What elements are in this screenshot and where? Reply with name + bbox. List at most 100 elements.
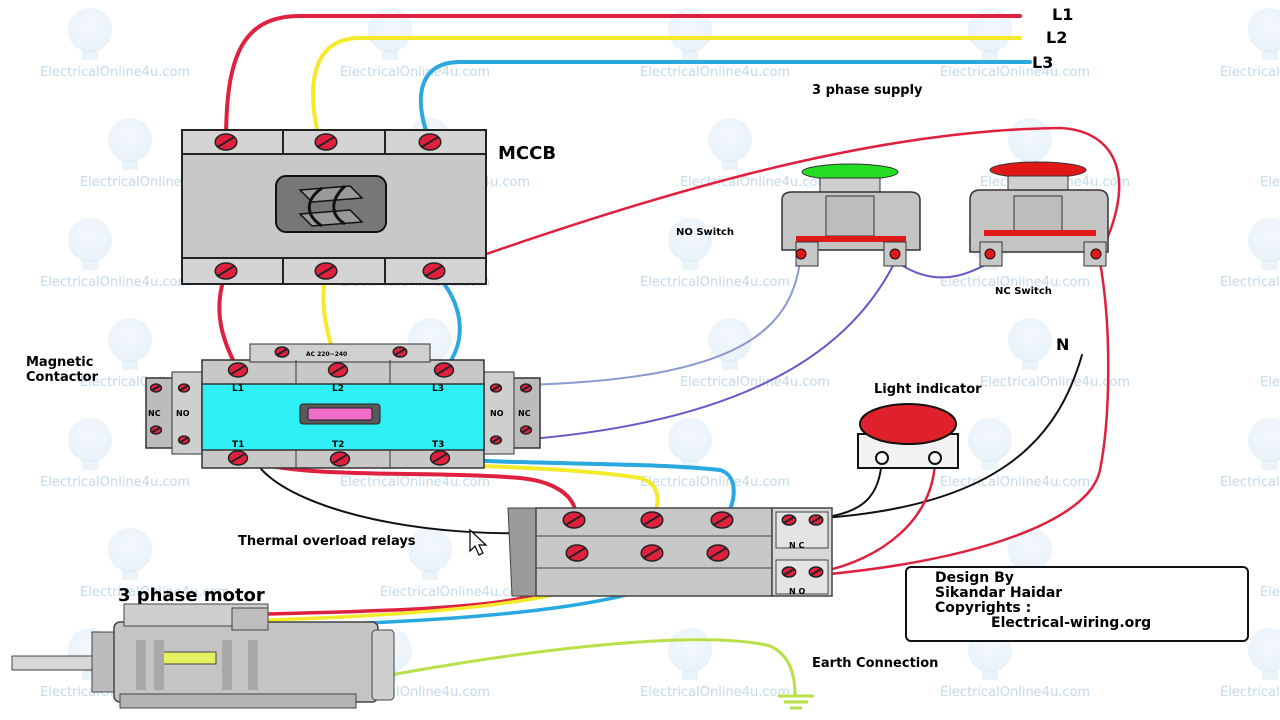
watermark-text: ElectricalOnline4u.com	[1220, 685, 1280, 700]
watermark-text: ElectricalOnline4u.com	[940, 275, 1090, 290]
watermark-text: ElectricalOnline4u.com	[640, 475, 790, 490]
lightbulb-watermark-icon	[968, 8, 1012, 60]
motor-label: 3 phase motor	[118, 585, 265, 606]
coil-rating-label: AC 220~240	[306, 351, 347, 358]
terminal-l1: L1	[232, 384, 244, 394]
terminal-l3: L3	[432, 384, 444, 394]
watermark-text: ElectricalOnline4u.com	[40, 65, 190, 80]
lightbulb-watermark-icon	[1008, 318, 1052, 370]
supply-label: 3 phase supply	[812, 83, 923, 98]
aux-left-no: NO	[176, 409, 190, 418]
lightbulb-watermark-icon	[1248, 8, 1280, 60]
terminal-screw	[565, 544, 589, 562]
t3-wire	[438, 456, 736, 520]
ground-icon	[778, 694, 814, 710]
watermark-text: ElectricalOnline4u.com	[1220, 275, 1280, 290]
terminal-screw	[214, 133, 238, 151]
terminal-screw	[429, 450, 451, 466]
terminal-screw	[781, 566, 797, 578]
terminal-screw	[177, 435, 191, 445]
lightbulb-watermark-icon	[968, 418, 1012, 470]
supply-wires	[224, 14, 1032, 144]
nc-switch-label: NC Switch	[995, 286, 1052, 297]
lightbulb-watermark-icon	[408, 528, 452, 580]
terminal-screw	[227, 362, 249, 378]
terminal-screw	[418, 133, 442, 151]
terminal-screw	[149, 383, 163, 393]
mccb-handle[interactable]	[275, 175, 387, 233]
contactor-label-line1: Magnetic	[26, 355, 93, 370]
credit-line-1: Design By	[935, 570, 1014, 586]
terminal-t2: T2	[332, 440, 344, 450]
l1-label: L1	[1052, 5, 1073, 24]
terminal-screw	[314, 262, 338, 280]
lightbulb-watermark-icon	[368, 8, 412, 60]
terminal-screw	[177, 383, 191, 393]
l3-supply-wire	[418, 60, 1032, 144]
l2-supply-wire	[311, 36, 1022, 144]
overload-no-label: N O	[789, 587, 805, 596]
thermal-overload-relay	[507, 507, 833, 597]
lightbulb-watermark-icon	[108, 118, 152, 170]
watermark-text: ElectricalOnline4u.com	[980, 375, 1130, 390]
lightbulb-watermark-icon	[708, 118, 752, 170]
overload-label: Thermal overload relays	[238, 534, 416, 549]
lightbulb-watermark-icon	[668, 628, 712, 680]
terminal-l2: L2	[332, 384, 344, 394]
l3-label: L3	[1032, 53, 1053, 72]
hold-in-wire	[517, 261, 896, 441]
no-start-switch[interactable]	[781, 163, 921, 267]
mccb-label: MCCB	[498, 143, 556, 164]
three-phase-motor	[11, 603, 395, 709]
terminal-t3: T3	[432, 440, 444, 450]
lightbulb-watermark-icon	[108, 528, 152, 580]
mouse-cursor-icon	[469, 528, 488, 556]
terminal-screw	[433, 362, 455, 378]
lightbulb-watermark-icon	[708, 318, 752, 370]
watermark-text: ElectricalOnline4u.com	[940, 685, 1090, 700]
watermark-text: ElectricalOnline4u.com	[40, 275, 190, 290]
terminal-screw	[422, 262, 446, 280]
watermark-text: ElectricalOnline4u.com	[680, 175, 830, 190]
terminal-screw	[808, 514, 824, 526]
t1-wire	[236, 456, 578, 520]
earth-wire	[288, 638, 797, 697]
watermark-text: ElectricalOnline4u.com	[640, 65, 790, 80]
lightbulb-watermark-icon	[1248, 218, 1280, 270]
terminal-screw	[808, 566, 824, 578]
light-indicator-label: Light indicator	[874, 382, 982, 397]
terminal-screw	[149, 425, 163, 435]
l1-supply-wire	[224, 14, 1022, 144]
credit-line-2: Sikandar Haidar	[935, 585, 1063, 601]
terminal-screw	[489, 435, 503, 445]
lightbulb-watermark-icon	[68, 218, 112, 270]
lightbulb-watermark-icon	[668, 218, 712, 270]
terminal-screw	[519, 425, 533, 435]
aux-right-no: NO	[490, 409, 504, 418]
terminal-screw	[640, 544, 664, 562]
neutral-label: N	[1056, 335, 1069, 354]
terminal-screw	[710, 511, 734, 529]
nc-stop-switch[interactable]	[969, 161, 1109, 267]
terminal-screw	[562, 511, 586, 529]
terminal-screw	[781, 514, 797, 526]
lightbulb-watermark-icon	[668, 8, 712, 60]
watermark-text: ElectricalOnline4u.com	[340, 65, 490, 80]
aux-right-nc: NC	[518, 409, 531, 418]
credit-box: Design By Sikandar Haidar Copyrights : E…	[905, 566, 1249, 642]
terminal-screw	[392, 346, 408, 358]
watermark-text: ElectricalOnline4u.com	[1260, 585, 1280, 600]
light-indicator	[857, 403, 959, 469]
watermark-text: ElectricalOnline4u.com	[340, 475, 490, 490]
terminal-screw	[640, 511, 664, 529]
watermark-text: ElectricalOnline4u.com	[80, 585, 230, 600]
watermark-text: ElectricalOnline4u.com	[640, 685, 790, 700]
terminal-screw	[327, 362, 349, 378]
terminal-screw	[489, 383, 503, 393]
watermark-text: ElectricalOnline4u.com	[380, 585, 530, 600]
terminal-screw	[214, 262, 238, 280]
watermark-text: ElectricalOnline4u.com	[940, 475, 1090, 490]
overload-nc-label: N C	[789, 541, 804, 550]
lamp-wire-2	[818, 456, 937, 574]
